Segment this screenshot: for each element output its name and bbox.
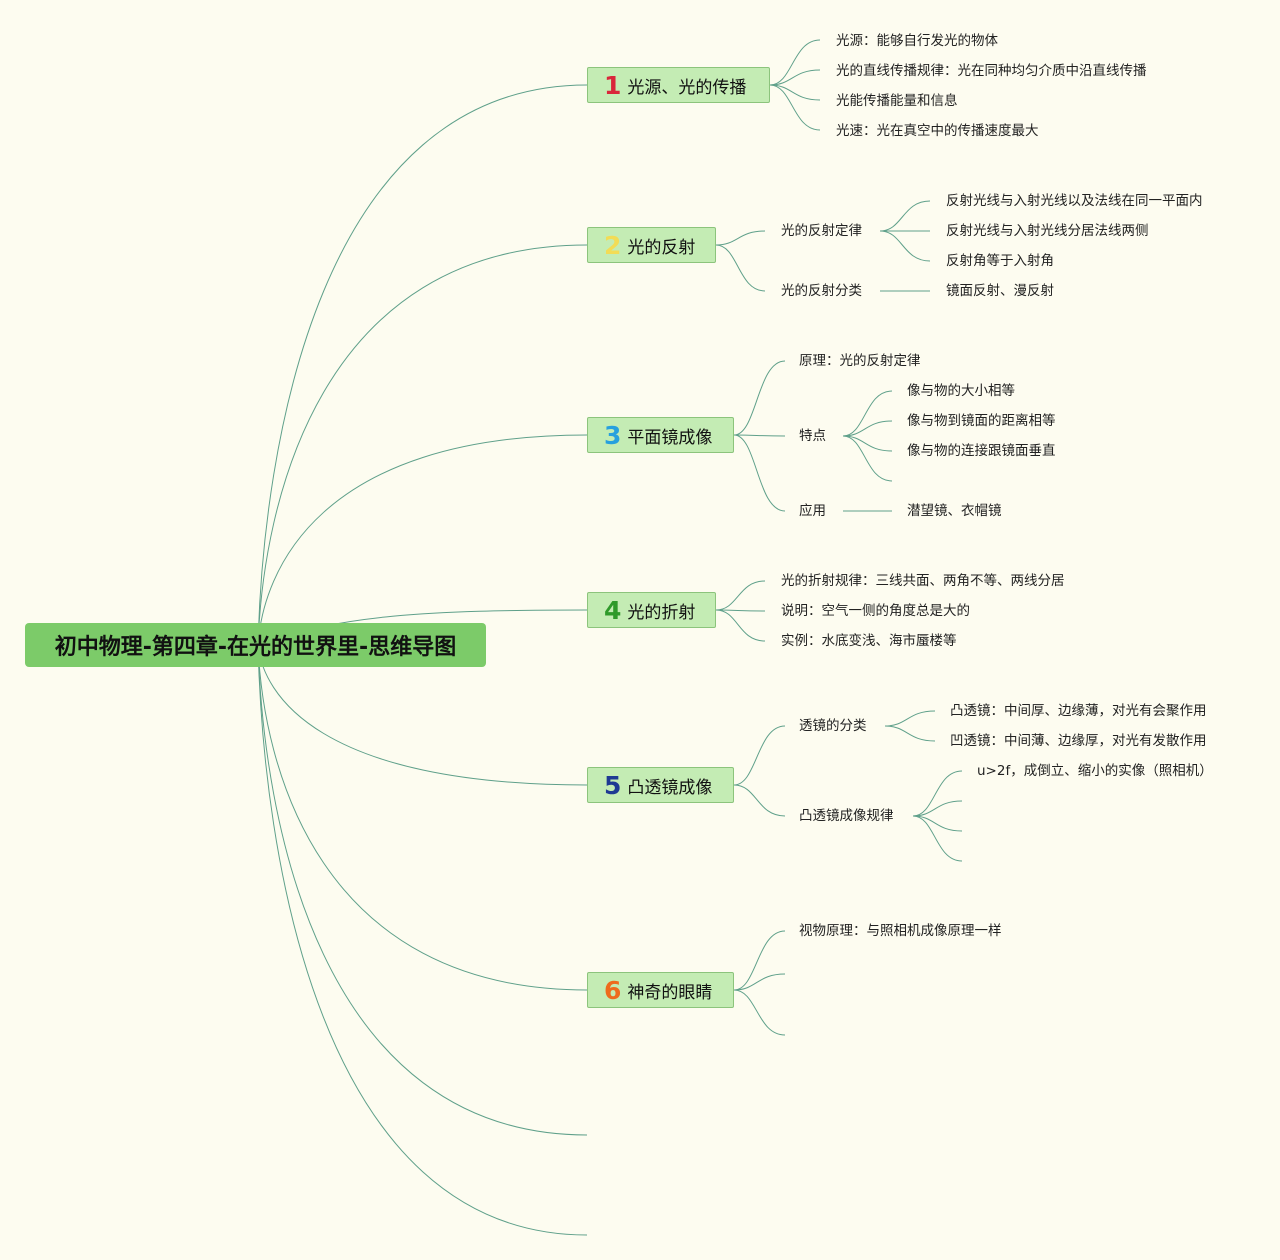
topic-1-label: 光源、光的传播	[627, 77, 747, 98]
topic-1-number: 1	[604, 70, 622, 100]
topic-3-link-2	[733, 434, 786, 437]
topic-3-principle[interactable]: 原理：光的反射定律	[799, 353, 921, 369]
topic-2-label: 光的反射	[627, 237, 696, 258]
topic-5-types-link-2	[884, 725, 936, 742]
topic-5-rules-link-2	[912, 800, 963, 817]
topic-5-rules-link-4	[912, 815, 963, 862]
topic-3-feature-1[interactable]: 像与物的大小相等	[907, 383, 1015, 399]
topic-3-number: 3	[604, 420, 622, 450]
topic-3-label: 平面镜成像	[627, 427, 713, 448]
topic-3-features-link-2	[842, 420, 893, 437]
root-link-1	[257, 84, 588, 646]
topic-4-item-1[interactable]: 光的折射规律：三线共面、两角不等、两线分居	[781, 573, 1065, 589]
topic-6-link-3	[733, 989, 786, 1036]
topic-2-reflection-law-item-2[interactable]: 反射光线与入射光线分居法线两侧	[946, 223, 1149, 239]
topic-3-features[interactable]: 特点	[799, 428, 826, 444]
topic-4-item-3[interactable]: 实例：水底变浅、海市蜃楼等	[781, 633, 957, 649]
topic-6-item-1[interactable]: 视物原理：与照相机成像原理一样	[799, 923, 1002, 939]
topic-3-applications[interactable]: 应用	[799, 503, 826, 519]
topic-3-feature-3[interactable]: 像与物的连接跟镜面垂直	[907, 443, 1056, 459]
topic-5-link-2	[733, 784, 786, 817]
topic-2-reflection-law[interactable]: 光的反射定律	[781, 223, 862, 239]
topic-3[interactable]: 3 平面镜成像	[587, 417, 734, 453]
topic-5-types-link-1	[884, 710, 936, 727]
topic-4[interactable]: 4 光的折射	[587, 592, 716, 628]
topic-3-features-link-1	[842, 390, 893, 437]
topic-5-lens-type-1[interactable]: 凸透镜：中间厚、边缘薄，对光有会聚作用	[950, 703, 1207, 719]
topic-4-link-3	[715, 609, 766, 642]
topic-4-number: 4	[604, 595, 622, 625]
root-link-3	[257, 434, 588, 646]
topic-2-reflection-law-item-3[interactable]: 反射角等于入射角	[946, 253, 1054, 269]
topic-5-link-1	[733, 725, 786, 786]
root-link-2	[257, 244, 588, 646]
topic-6-number: 6	[604, 975, 622, 1005]
topic-1-link-3	[769, 84, 821, 101]
topic-6[interactable]: 6 神奇的眼睛	[587, 972, 734, 1008]
topic-4-label: 光的折射	[627, 602, 696, 623]
root-link-8	[257, 644, 588, 1236]
topic-3-feature-2[interactable]: 像与物到镜面的距离相等	[907, 413, 1056, 429]
topic-3-link-3	[733, 434, 786, 512]
root-link-6	[257, 644, 588, 991]
topic-5-imaging-rule-1[interactable]: u>2f，成倒立、缩小的实像（照相机）	[977, 763, 1213, 779]
topic-2-reflection-types-item[interactable]: 镜面反射、漫反射	[946, 283, 1054, 299]
root-link-7	[257, 644, 588, 1136]
topic-4-item-2[interactable]: 说明：空气一侧的角度总是大的	[781, 603, 970, 619]
topic-1-link-2	[769, 69, 821, 86]
topic-5-lens-type-2[interactable]: 凹透镜：中间薄、边缘厚，对光有发散作用	[950, 733, 1207, 749]
topic-3-link-1	[733, 360, 786, 436]
topic-5-rules-link-1	[912, 770, 963, 817]
topic-6-label: 神奇的眼睛	[627, 982, 713, 1003]
root-topic[interactable]: 初中物理-第四章-在光的世界里-思维导图	[25, 623, 486, 667]
topic-5-imaging-rules[interactable]: 凸透镜成像规律	[799, 808, 894, 824]
topic-6-link-1	[733, 930, 786, 991]
topic-5-number: 5	[604, 770, 622, 800]
topic-1-item-2[interactable]: 光的直线传播规律：光在同种均匀介质中沿直线传播	[836, 63, 1147, 79]
topic-1-link-4	[769, 84, 821, 131]
topic-4-link-1	[715, 580, 766, 611]
topic-2-reflection-types[interactable]: 光的反射分类	[781, 283, 862, 299]
topic-1-item-3[interactable]: 光能传播能量和信息	[836, 93, 958, 109]
topic-1-item-1[interactable]: 光源：能够自行发光的物体	[836, 33, 998, 49]
topic-2-law-link-1	[879, 200, 931, 232]
topic-3-features-link-4	[842, 435, 893, 482]
topic-6-link-2	[733, 973, 786, 991]
topic-3-applications-item[interactable]: 潜望镜、衣帽镜	[907, 503, 1002, 519]
topic-2-law-link-3	[879, 230, 931, 262]
topic-5[interactable]: 5 凸透镜成像	[587, 767, 734, 803]
topic-1-link-1	[769, 39, 821, 86]
topic-1-item-4[interactable]: 光速：光在真空中的传播速度最大	[836, 123, 1039, 139]
topic-2[interactable]: 2 光的反射	[587, 227, 716, 263]
topic-2-link-2	[715, 244, 766, 292]
topic-5-lens-types[interactable]: 透镜的分类	[799, 718, 867, 734]
topic-4-link-2	[715, 609, 766, 612]
topic-2-number: 2	[604, 230, 622, 260]
topic-5-label: 凸透镜成像	[627, 777, 713, 798]
topic-1[interactable]: 1 光源、光的传播	[587, 67, 770, 103]
topic-2-link-1	[715, 230, 766, 246]
topic-2-reflection-law-item-1[interactable]: 反射光线与入射光线以及法线在同一平面内	[946, 193, 1203, 209]
